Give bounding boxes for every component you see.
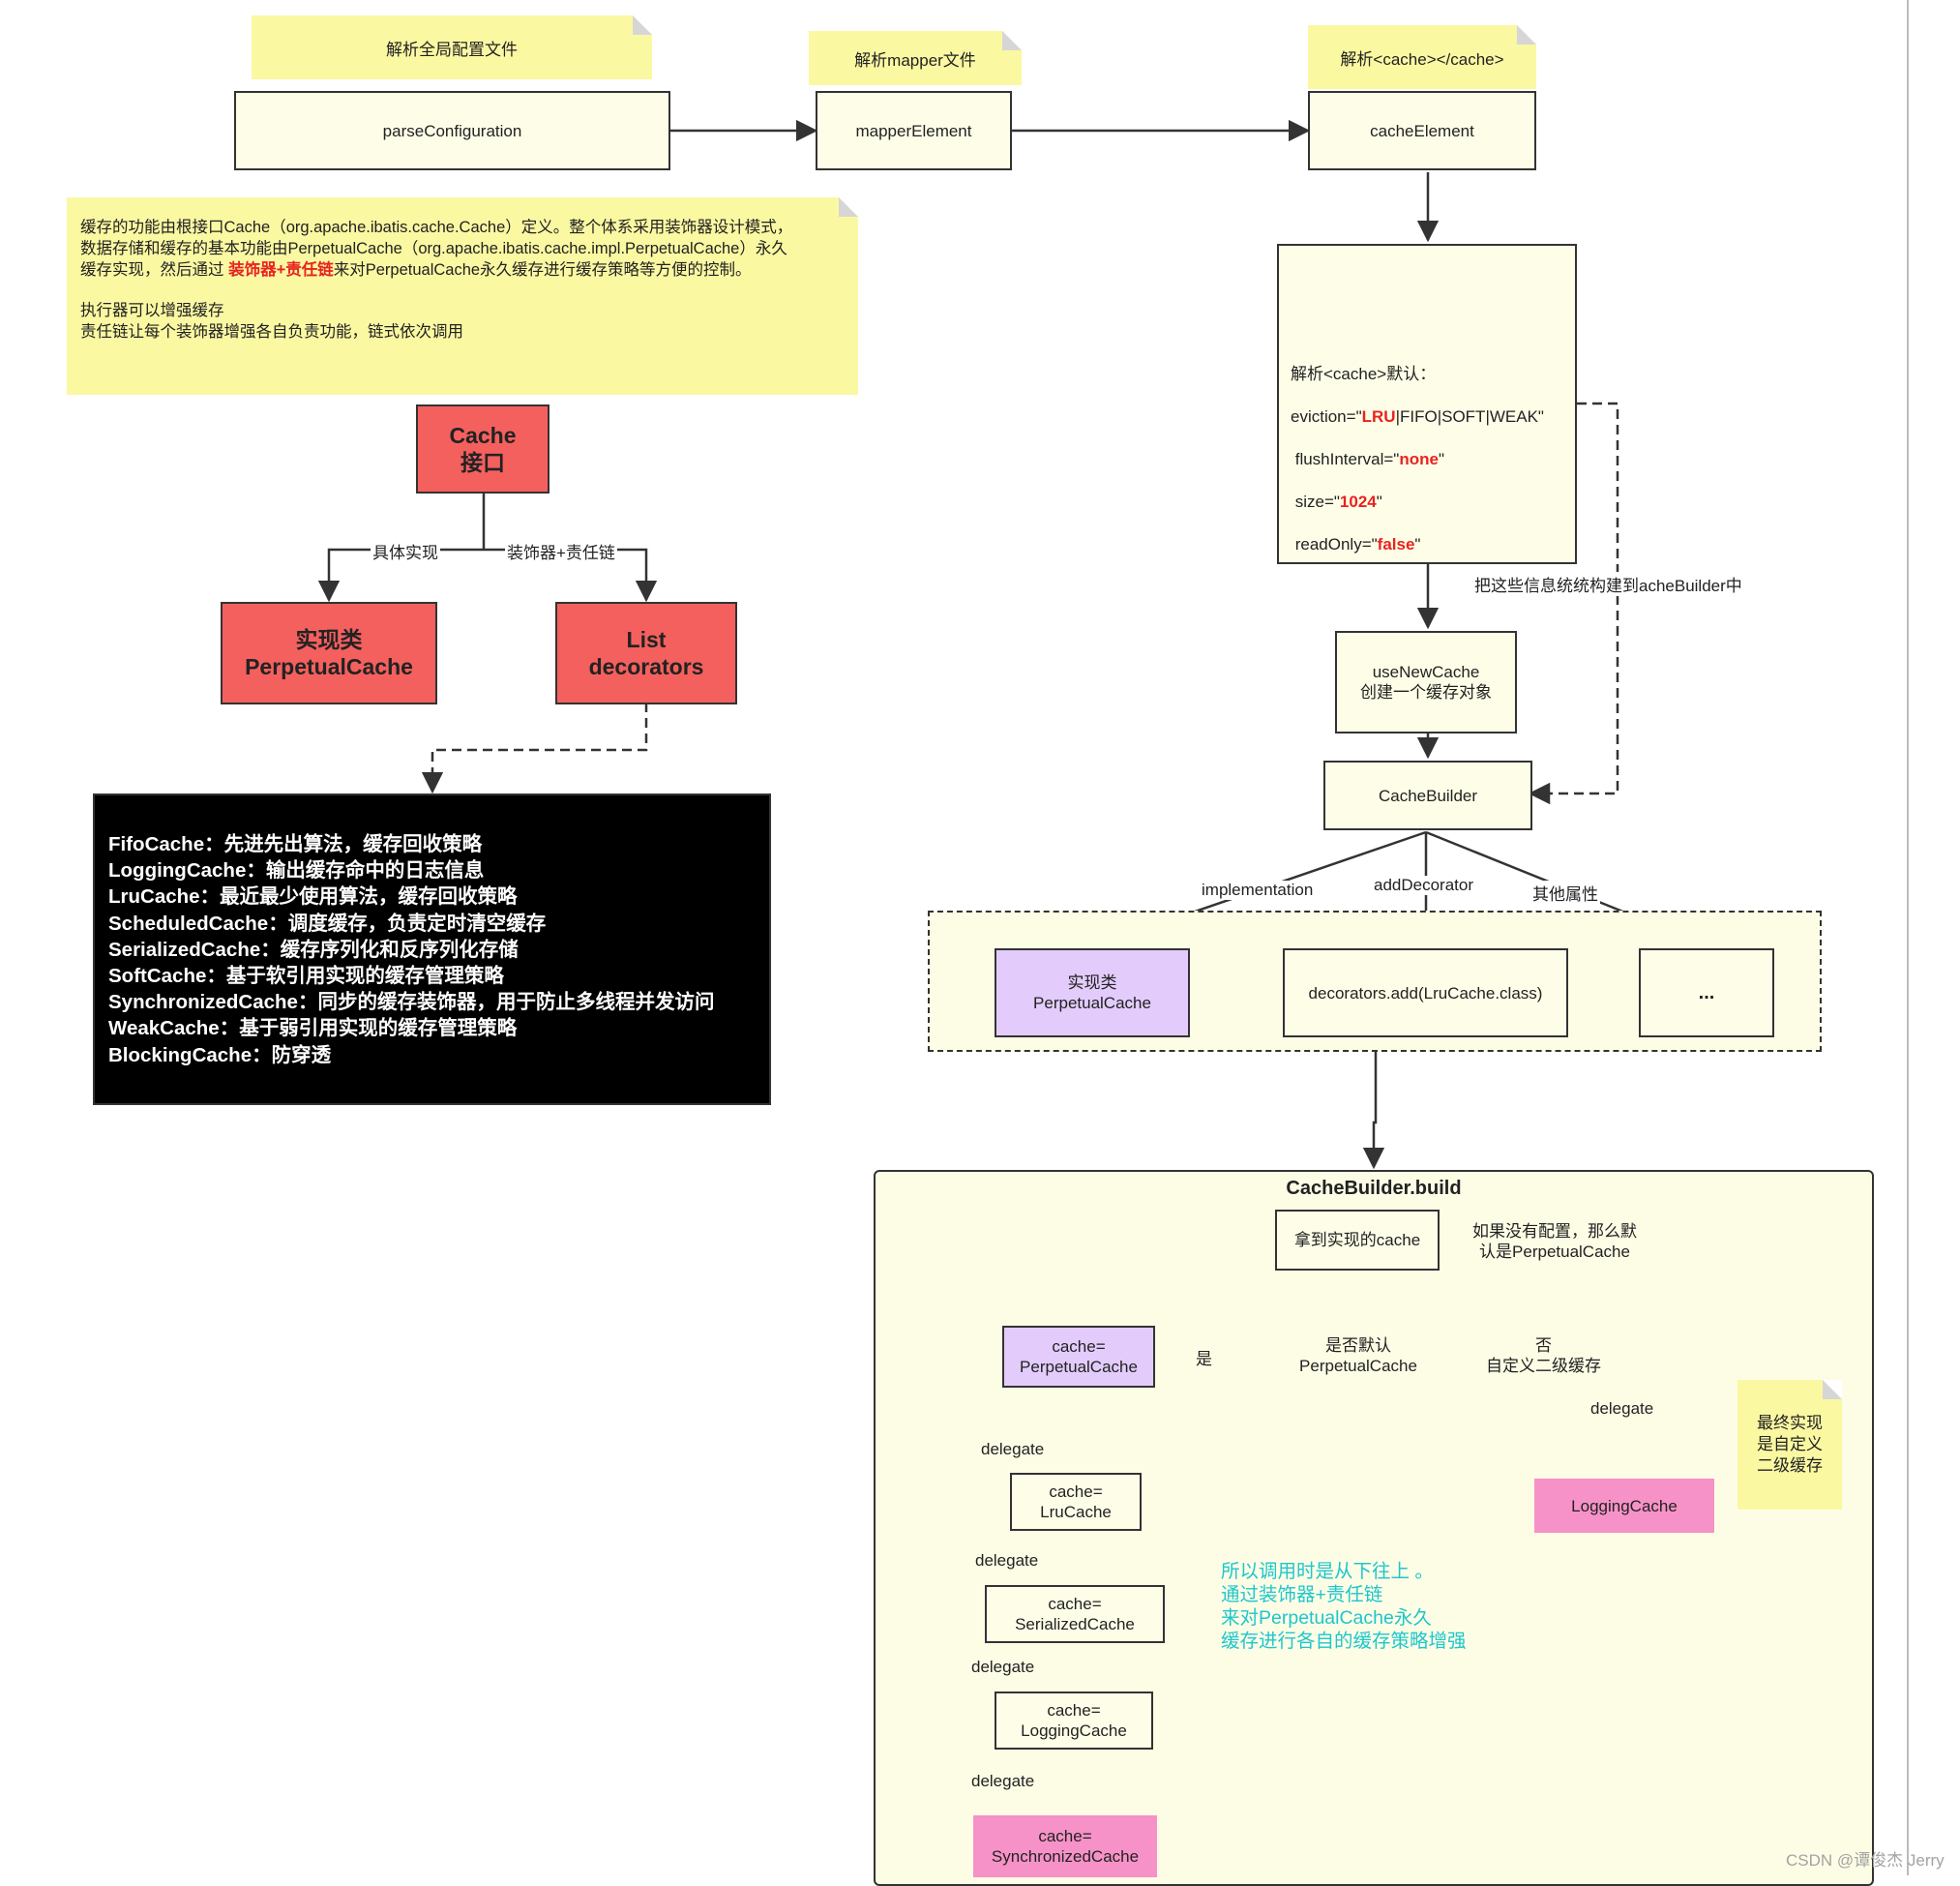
logging-cache-right-box[interactable]: LoggingCache: [1534, 1479, 1714, 1533]
delegate-label-right: delegate: [1589, 1399, 1656, 1419]
defaults-eviction: eviction="LRU|FIFO|SOFT|WEAK": [1291, 406, 1563, 428]
desc-line-1: 缓存的功能由根接口Cache（org.apache.ibatis.cache.C…: [80, 219, 793, 236]
note-parse-global-text: 解析全局配置文件: [386, 40, 518, 59]
mapper-element-box[interactable]: mapperElement: [816, 91, 1012, 170]
decorator-item: FifoCache：先进先出算法，缓存回收策略: [108, 833, 483, 855]
delegate-label: delegate: [973, 1551, 1041, 1571]
desc-line-2: 数据存储和缓存的基本功能由PerpetualCache（org.apache.i…: [80, 240, 787, 257]
cache-defaults-box[interactable]: 解析<cache>默认： eviction="LRU|FIFO|SOFT|WEA…: [1277, 244, 1577, 564]
note-final-impl: 最终实现 是自定义 二级缓存: [1737, 1380, 1842, 1510]
other-props-label: 其他属性: [1530, 881, 1600, 905]
defaults-readonly: readOnly="false": [1291, 534, 1563, 555]
dashed-decorators-to-list: [421, 703, 648, 794]
flush-suffix: ": [1438, 450, 1444, 468]
defaults-header: 解析<cache>默认：: [1291, 365, 1437, 383]
impl-perpetual-box[interactable]: 实现类 PerpetualCache: [995, 948, 1190, 1037]
build-title: CacheBuilder.build: [1286, 1178, 1462, 1199]
list-decorators-box[interactable]: List decorators: [555, 602, 737, 704]
decorators-add-box[interactable]: decorators.add(LruCache.class): [1283, 948, 1568, 1037]
cache-element-box[interactable]: cacheElement: [1308, 91, 1536, 170]
decorator-item: SynchronizedCache：同步的缓存装饰器，用于防止多线程并发访问: [108, 991, 715, 1014]
desc-line-4: 执行器可以增强缓存: [80, 302, 224, 319]
summary-text: 所以调用时是从下往上 。 通过装饰器+责任链 来对PerpetualCache永…: [1221, 1561, 1467, 1652]
desc-line-3-b: 来对PerpetualCache永久缓存进行缓存策略等方便的控制。: [333, 261, 752, 279]
default-note-text: 如果没有配置，那么默 认是PerpetualCache: [1472, 1222, 1637, 1261]
delegate-label: delegate: [969, 1658, 1037, 1677]
chain-serialized-box[interactable]: cache= SerializedCache: [985, 1585, 1165, 1643]
note-parse-mapper: 解析mapper文件: [809, 31, 1022, 85]
decorator-item: LruCache：最近最少使用算法，缓存回收策略: [108, 885, 518, 909]
chain-logging-box[interactable]: cache= LoggingCache: [995, 1691, 1153, 1750]
note-parse-cache: 解析<cache></cache>: [1308, 25, 1536, 89]
dashed-defaults-to-builder: [1528, 402, 1619, 805]
delegate-label: delegate: [979, 1440, 1047, 1459]
ellipsis-box[interactable]: ...: [1639, 948, 1774, 1037]
watermark: CSDN @谭俊杰 Jerry: [1786, 1851, 1945, 1870]
note-parse-cache-text: 解析<cache></cache>: [1340, 49, 1504, 69]
decorator-item: SerializedCache：缓存序列化和反序列化存储: [108, 938, 519, 961]
chain-lru-box[interactable]: cache= LruCache: [1010, 1473, 1142, 1531]
chain-perpetual-box[interactable]: cache= PerpetualCache: [1002, 1326, 1155, 1388]
delegate-label: delegate: [969, 1772, 1037, 1791]
gather-label: 把这些信息统统构建到acheBuilder中: [1472, 572, 1744, 596]
arrow-group-to-build: [1362, 1051, 1385, 1170]
cache-builder-box[interactable]: CacheBuilder: [1323, 761, 1532, 830]
use-new-cache-box[interactable]: useNewCache 创建一个缓存对象: [1335, 631, 1517, 733]
decorator-list-box: FifoCache：先进先出算法，缓存回收策略 LoggingCache：输出缓…: [93, 793, 771, 1105]
defaults-flush: flushInterval="none": [1291, 449, 1563, 470]
chain-synchronized-box[interactable]: cache= SynchronizedCache: [973, 1815, 1157, 1877]
yes-label: 是: [1194, 1345, 1214, 1369]
desc-highlight: 装饰器+责任链: [228, 261, 334, 279]
readonly-prefix: readOnly=": [1291, 535, 1378, 554]
eviction-prefix: eviction=": [1291, 407, 1362, 426]
cache-interface-box[interactable]: Cache 接口: [416, 404, 549, 494]
parse-configuration-box[interactable]: parseConfiguration: [234, 91, 670, 170]
eviction-suffix: |FIFO|SOFT|WEAK": [1395, 407, 1544, 426]
readonly-highlight: false: [1377, 535, 1415, 554]
no-label: 否 自定义二级缓存: [1486, 1336, 1601, 1375]
decorator-item: WeakCache：基于弱引用实现的缓存管理策略: [108, 1017, 518, 1040]
decorator-chain-label: 装饰器+责任链: [505, 539, 617, 563]
perpetual-cache-box[interactable]: 实现类 PerpetualCache: [221, 602, 437, 704]
decorator-item: BlockingCache：防穿透: [108, 1043, 332, 1066]
flush-highlight: none: [1399, 450, 1439, 468]
decorator-item: LoggingCache：输出缓存命中的日志信息: [108, 859, 485, 883]
note-parse-mapper-text: 解析mapper文件: [854, 50, 976, 70]
readonly-suffix: ": [1414, 535, 1421, 554]
defaults-size: size="1024": [1291, 492, 1563, 513]
eviction-highlight: LRU: [1361, 407, 1396, 426]
flush-prefix: flushInterval=": [1291, 450, 1400, 468]
decision-text: 是否默认 PerpetualCache: [1299, 1336, 1417, 1375]
desc-line-5: 责任链让每个装饰器增强各自负责功能，链式依次调用: [80, 323, 463, 341]
implementation-label: implementation: [1200, 881, 1316, 900]
decorator-item: SoftCache：基于软引用实现的缓存管理策略: [108, 965, 504, 988]
description-note: 缓存的功能由根接口Cache（org.apache.ibatis.cache.C…: [67, 197, 858, 395]
add-decorator-label: addDecorator: [1372, 876, 1476, 895]
note-parse-global: 解析全局配置文件: [252, 15, 652, 79]
size-suffix: ": [1376, 493, 1382, 511]
desc-line-3-a: 缓存实现，然后通过: [80, 261, 229, 279]
desc-line-3: 缓存实现，然后通过 装饰器+责任链来对PerpetualCache永久缓存进行缓…: [80, 259, 845, 281]
note-final-impl-text: 最终实现 是自定义 二级缓存: [1757, 1414, 1823, 1475]
impl-label: 具体实现: [371, 539, 440, 563]
size-highlight: 1024: [1339, 493, 1377, 511]
get-impl-cache-box[interactable]: 拿到实现的cache: [1275, 1210, 1440, 1271]
decorator-item: ScheduledCache：调度缓存，负责定时清空缓存: [108, 912, 547, 935]
size-prefix: size=": [1291, 493, 1340, 511]
